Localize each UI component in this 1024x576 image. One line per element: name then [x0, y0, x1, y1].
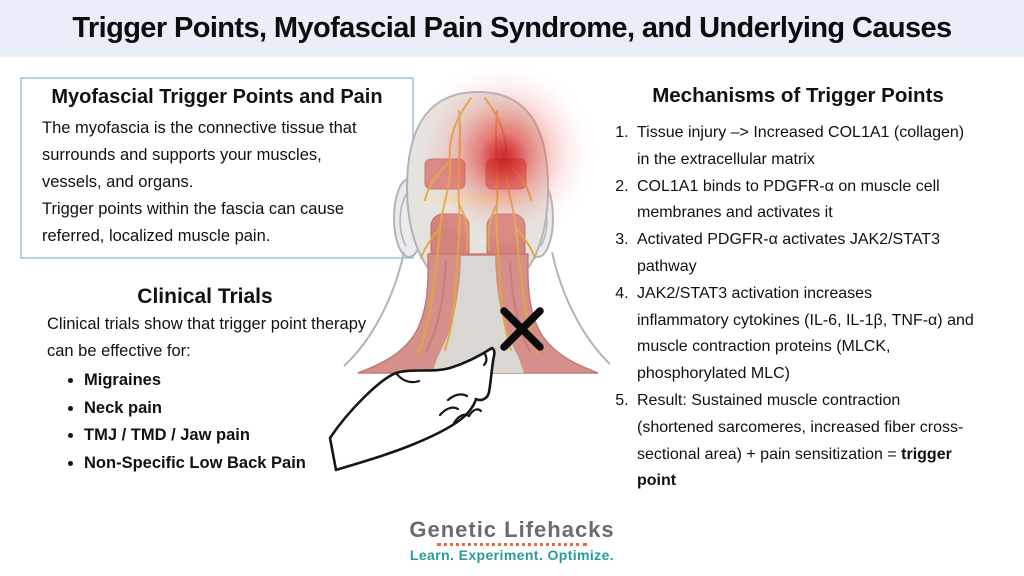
myofascial-info-box: Myofascial Trigger Points and Pain The m…: [20, 77, 414, 259]
info-box-heading: Myofascial Trigger Points and Pain: [51, 86, 383, 108]
info-box-body: The myofascia is the connective tissue t…: [42, 119, 357, 245]
title-banner: Trigger Points, Myofascial Pain Syndrome…: [0, 0, 1024, 57]
pain-referral-glow: [408, 59, 598, 249]
clinical-trials-section: Clinical Trials Clinical trials show tha…: [12, 285, 422, 477]
pointing-hand-icon: [328, 346, 496, 472]
head-neck-svg: [328, 59, 613, 472]
genetic-lifehacks-logo: Genetic Lifehacks Learn. Experiment. Opt…: [0, 519, 1024, 563]
clinical-trial-item: Migraines: [84, 367, 422, 395]
mechanism-step: COL1A1 binds to PDGFR-α on muscle cell m…: [633, 174, 1018, 228]
clinical-trial-item: Neck pain: [84, 395, 422, 423]
mechanisms-heading: Mechanisms of Trigger Points: [652, 84, 944, 107]
mechanisms-section: Mechanisms of Trigger Points Tissue inju…: [606, 84, 1018, 495]
mechanism-step: Result: Sustained muscle contraction (sh…: [633, 388, 1018, 495]
head-neck-illustration: [328, 59, 613, 498]
page-title: Trigger Points, Myofascial Pain Syndrome…: [72, 12, 952, 44]
clinical-trials-list: MigrainesNeck painTMJ / TMD / Jaw painNo…: [12, 367, 422, 477]
mechanism-step: Activated PDGFR-α activates JAK2/STAT3 p…: [633, 227, 1018, 281]
clinical-trials-intro: Clinical trials show that trigger point …: [47, 315, 367, 360]
mechanisms-list: Tissue injury –> Increased COL1A1 (colla…: [606, 120, 1018, 495]
mechanism-step: JAK2/STAT3 activation increases inflamma…: [633, 281, 1018, 388]
clinical-trials-heading: Clinical Trials: [137, 285, 273, 308]
clinical-trial-item: Non-Specific Low Back Pain: [84, 450, 422, 478]
logo-name: Genetic Lifehacks: [409, 517, 615, 542]
clinical-trial-item: TMJ / TMD / Jaw pain: [84, 422, 422, 450]
logo-tagline: Learn. Experiment. Optimize.: [409, 547, 615, 563]
logo-dotted-divider: [437, 543, 587, 546]
body-contour: [343, 251, 613, 367]
trigger-point-x-marker: [500, 307, 544, 351]
mechanism-step: Tissue injury –> Increased COL1A1 (colla…: [633, 120, 1018, 174]
